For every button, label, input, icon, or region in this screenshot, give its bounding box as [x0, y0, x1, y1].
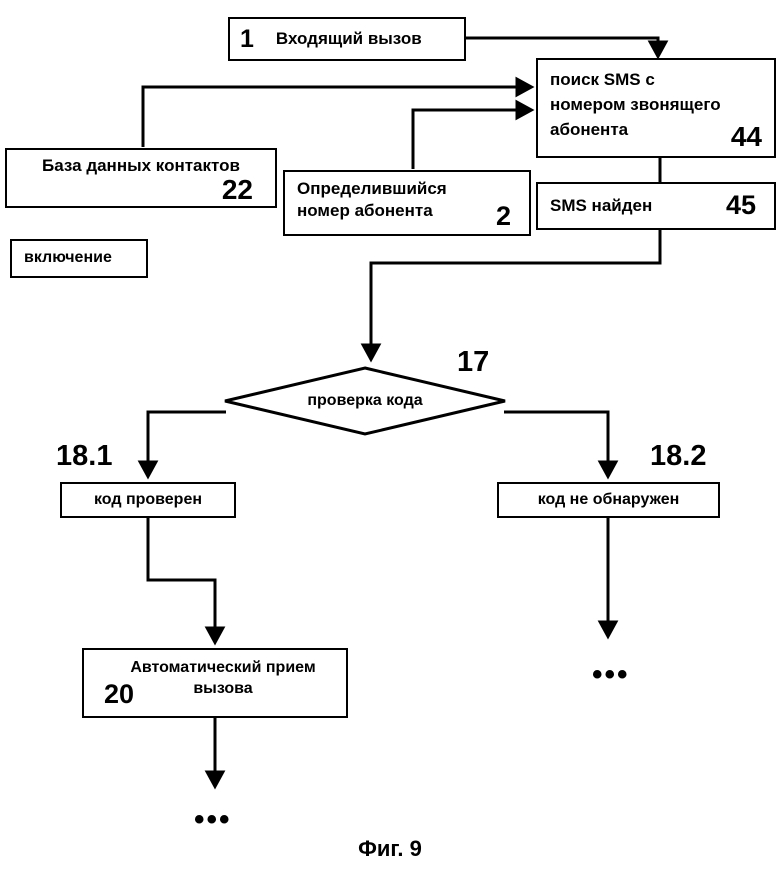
edge-17-to-18-2 [504, 410, 619, 480]
node-contacts-db[interactable]: База данных контактов 22 [5, 148, 277, 208]
node-contacts-db-label: База данных контактов [42, 156, 240, 175]
continuation-ellipsis-left: ••• [194, 803, 232, 836]
edge-1-to-44 [466, 36, 669, 60]
node-contacts-db-number: 22 [221, 174, 253, 205]
node-sms-search-number: 44 [730, 121, 762, 152]
diamond-shape [224, 366, 506, 436]
edge-22-to-44 [141, 76, 535, 147]
node-sms-found-label: SMS найден [550, 195, 653, 215]
node-auto-answer-number: 20 [104, 679, 135, 709]
edge-18-1-to-20 [146, 518, 226, 646]
edge-2-to-44 [411, 99, 535, 169]
node-activation[interactable]: включение [10, 239, 148, 278]
node-incoming-call-number: 1 [240, 24, 254, 53]
node-incoming-call-label: Входящий вызов [275, 28, 422, 48]
node-code-verified-label: код проверен [93, 490, 203, 508]
node-code-not-found[interactable]: код не обнаружен [497, 482, 720, 518]
node-incoming-call[interactable]: 1 Входящий вызов [228, 17, 466, 61]
figure-caption: Фиг. 9 [358, 836, 422, 861]
node-activation-label: включение [24, 249, 112, 267]
node-auto-answer-line1: Автоматический прием [130, 659, 316, 676]
node-code-check-label: проверка кода [307, 392, 423, 409]
node-caller-id-line1: Определившийся [297, 179, 447, 198]
continuation-ellipsis-right: ••• [592, 658, 630, 691]
edge-17-to-18-1 [137, 410, 226, 480]
node-sms-search-line1: поиск SMS с [550, 70, 655, 89]
node-sms-search-line3: абонента [550, 120, 629, 140]
node-sms-search[interactable]: поиск SMS с номером звонящего абонента 4… [536, 58, 776, 158]
node-code-verified[interactable]: код проверен [60, 482, 236, 518]
node-sms-found-number: 45 [725, 190, 756, 220]
node-caller-id-number: 2 [495, 201, 511, 231]
node-sms-found[interactable]: SMS найден 45 [536, 182, 776, 230]
edge-45-to-17 [360, 230, 662, 363]
node-caller-id[interactable]: Определившийся номер абонента 2 [283, 170, 531, 236]
reference-number-18-2: 18.2 [650, 440, 707, 472]
reference-number-18-1: 18.1 [56, 440, 113, 472]
reference-number-17: 17 [457, 346, 490, 378]
node-caller-id-line2: номер абонента [297, 201, 433, 221]
node-auto-answer-line2: вызова [193, 679, 253, 697]
node-code-check[interactable]: проверка кода [222, 365, 508, 437]
node-auto-answer[interactable]: Автоматический прием вызова 20 [82, 648, 348, 718]
node-code-not-found-label: код не обнаружен [537, 490, 680, 508]
node-sms-search-line2: номером звонящего [550, 95, 721, 115]
